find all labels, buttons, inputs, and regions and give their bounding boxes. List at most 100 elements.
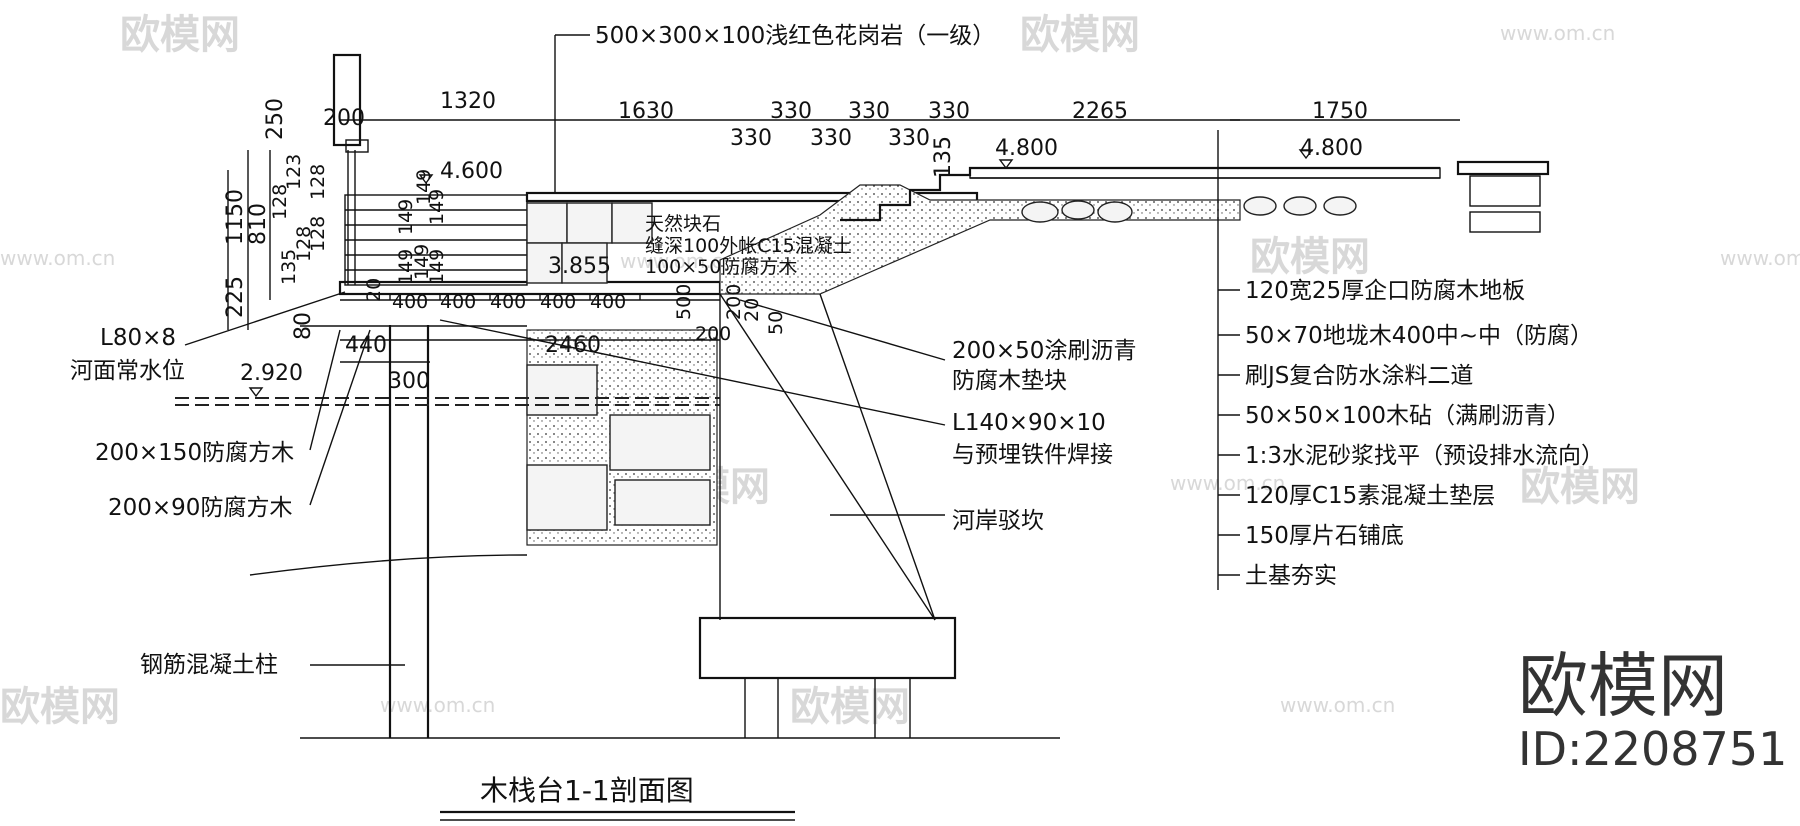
elevation-markers: 4.600 4.800 4.800 3.855 2.920	[240, 136, 1363, 386]
dim-misc-500: 500	[673, 284, 695, 320]
layer-list: 120宽25厚企口防腐木地板 50×70地垅木400中~中（防腐） 刷JS复合防…	[1245, 278, 1604, 589]
label-bank: 河岸驳坎	[952, 508, 1044, 534]
dim-top-3: 330	[770, 99, 812, 124]
footing	[698, 616, 957, 680]
dim-small-4: 135	[278, 249, 300, 285]
dim-spacing-1: 400	[392, 291, 428, 313]
label-angle-140-2: 与预埋铁件焊接	[952, 442, 1113, 468]
dim-second-3: 330	[888, 126, 930, 151]
annotations: 500×300×100浅红色花岗岩（一级） 天然块石 缝深100外帐C15混凝土…	[70, 23, 1136, 678]
dim-left-225: 225	[223, 276, 248, 318]
dim-misc-200: 200	[723, 284, 745, 320]
dim-left-80: 80	[291, 312, 316, 340]
layer-item: 50×50×100木砧（满刷沥青）	[1245, 403, 1570, 429]
drawing-title: 木栈台1-1剖面图	[480, 774, 694, 807]
dim-top-4: 330	[848, 99, 890, 124]
layer-item: 1:3水泥砂浆找平（预设排水流向）	[1245, 443, 1604, 469]
watermark-url: www.om.cn	[0, 246, 115, 270]
layer-item: 50×70地垅木400中~中（防腐）	[1245, 323, 1593, 349]
dim-misc-20b: 20	[741, 298, 763, 322]
watermark-text: 欧模网	[1250, 234, 1370, 280]
dim-second-2: 330	[810, 126, 852, 151]
dim-misc-20: 20	[363, 278, 385, 302]
watermark-url: www.om.cn	[1280, 693, 1395, 717]
layer-item: 120宽25厚企口防腐木地板	[1245, 278, 1525, 304]
railing-cap	[345, 139, 369, 153]
structure	[175, 53, 1550, 739]
watermark-text: 欧模网	[1520, 464, 1640, 510]
railing-post	[332, 53, 362, 147]
label-timber-200x150: 200×150防腐方木	[95, 440, 294, 466]
elevation-water: 2.920	[240, 361, 303, 386]
dim-top-6: 2265	[1072, 99, 1128, 124]
retaining-wall	[526, 329, 718, 546]
stone-base-upper	[1021, 196, 1357, 223]
elevation-right: 4.800	[1300, 136, 1363, 161]
label-pad-1: 200×50涂刷沥青	[952, 338, 1136, 364]
label-angle-80: L80×8	[100, 325, 176, 351]
dim-bottom-440: 440	[345, 333, 387, 358]
label-column: 钢筋混凝土柱	[140, 652, 278, 678]
dim-small-2: 128	[269, 184, 291, 220]
elevation-lower: 3.855	[548, 254, 611, 279]
label-angle-140-1: L140×90×10	[952, 410, 1106, 436]
dim-small-6: 128	[307, 216, 329, 252]
dimension-text: 1320 1630 330 330 330 2265 1750 330 330 …	[223, 89, 1368, 394]
dim-top-7: 1750	[1312, 99, 1368, 124]
dim-left-1150: 1150	[223, 189, 248, 245]
label-timber-200x90: 200×90防腐方木	[108, 495, 292, 521]
label-natural-stone: 天然块石	[645, 213, 721, 235]
label-granite: 500×300×100浅红色花岗岩（一级）	[595, 23, 995, 49]
watermark-text: 欧模网	[0, 684, 120, 730]
dim-spacing-2: 400	[440, 291, 476, 313]
watermark-url: www.om.cn	[1170, 471, 1285, 495]
layer-item: 150厚片石铺底	[1245, 523, 1404, 549]
dimension-lines	[184, 34, 1460, 666]
dim-bottom-300: 300	[388, 369, 430, 394]
dim-top-1: 1320	[440, 89, 496, 114]
upper-deck	[969, 167, 1441, 179]
brand-block: 欧模网 ID:2208751	[1518, 645, 1787, 776]
label-water-level: 河面常水位	[70, 358, 185, 384]
dim-bottom-2460: 2460	[545, 333, 601, 358]
dim-small-1: 123	[283, 154, 305, 190]
dim-spacing-5: 400	[590, 291, 626, 313]
layer-item: 刷JS复合防水涂料二道	[1245, 363, 1473, 389]
dim-small-5: 128	[293, 226, 315, 262]
dim-mid-1: 149	[395, 199, 417, 235]
dim-spacing-3: 400	[490, 291, 526, 313]
elevation-upper: 4.800	[995, 136, 1058, 161]
layer-item: 土基夯实	[1245, 563, 1337, 589]
dim-spacing-4: 400	[540, 291, 576, 313]
dim-second-1: 330	[730, 126, 772, 151]
dim-left-200: 200	[323, 106, 365, 131]
label-pad-2: 防腐木垫块	[952, 368, 1067, 394]
dim-left-810: 810	[246, 203, 271, 245]
dim-bottom-200: 200	[695, 323, 731, 345]
dim-mid-4: 149	[395, 249, 417, 285]
brand-id: ID:2208751	[1518, 722, 1787, 776]
dim-step: 135	[931, 136, 956, 178]
dim-left-250: 250	[263, 98, 288, 140]
dim-mid-2: 149	[413, 169, 435, 205]
watermark-url: www.om.cn	[620, 249, 735, 273]
watermark-url: www.om.cn	[1720, 246, 1800, 270]
watermark-text: 欧模网	[1020, 12, 1140, 58]
dim-misc-50: 50	[765, 311, 787, 335]
watermark-text: 欧模网	[790, 684, 910, 730]
brand-logo: 欧模网	[1518, 645, 1728, 727]
watermark-url: www.om.cn	[380, 693, 495, 717]
dim-top-5: 330	[928, 99, 970, 124]
granite-paving	[525, 191, 979, 203]
dim-mid-3: 149	[426, 189, 448, 225]
watermark-url: www.om.cn	[1500, 21, 1615, 45]
watermark-text: 欧模网	[120, 12, 240, 58]
dim-mid-6: 149	[426, 249, 448, 285]
label-joint: 缝深100外帐C15混凝土	[645, 235, 852, 257]
dim-mid-5: 149	[411, 244, 433, 280]
elevation-deck: 4.600	[440, 159, 503, 184]
drawing-title-block: 木栈台1-1剖面图	[440, 774, 795, 821]
label-timber-100x50: 100×50防腐方木	[645, 256, 797, 278]
layer-item: 120厚C15素混凝土垫层	[1245, 483, 1495, 509]
